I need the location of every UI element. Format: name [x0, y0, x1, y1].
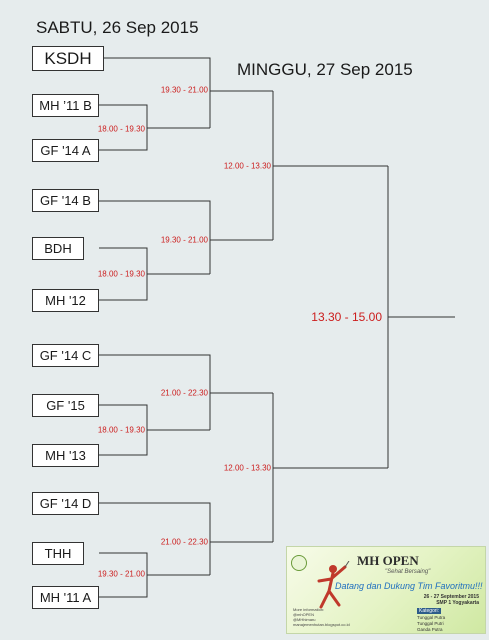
sunday-heading: MINGGU, 27 Sep 2015 [237, 60, 413, 79]
team-box: GF '14 A [32, 139, 99, 162]
event-poster: MH OPEN "Sehat Bersaing" Datang dan Duku… [286, 546, 486, 634]
poster-category: Tunggal Putri [417, 621, 444, 626]
connector-r2-c [99, 354, 211, 430]
team-box: GF '14 B [32, 189, 99, 212]
connector-r2-b [99, 200, 211, 274]
poster-category: Tunggal Putra [417, 615, 446, 620]
time-label: 19.30 - 21.00 [160, 85, 208, 95]
poster-title: MH OPEN [357, 553, 419, 568]
team-box: MH '11 A [32, 586, 99, 609]
connector-r2-d [99, 502, 211, 575]
connector-r2-a [104, 57, 211, 128]
poster-info-line: More information: [293, 607, 325, 612]
final-time-label: 13.30 - 15.00 [311, 310, 382, 324]
time-label: 12.00 - 13.30 [223, 463, 271, 473]
time-label: 19.30 - 21.00 [160, 235, 208, 245]
poster-invite: Datang dan Dukung Tim Favoritmu!!! [335, 581, 483, 591]
poster-date-line: 26 - 27 September 2015 [423, 594, 479, 600]
time-label: 18.00 - 19.30 [97, 269, 145, 279]
team-box: GF '14 C [32, 344, 99, 367]
badminton-player-icon [317, 561, 350, 609]
event-logo-icon [291, 555, 307, 571]
time-label: 21.00 - 22.30 [160, 537, 208, 547]
poster-info: More information: @mhOPEN @MHhimaru mana… [293, 607, 350, 627]
time-label: 21.00 - 22.30 [160, 388, 208, 398]
team-box: BDH [32, 237, 84, 260]
time-label: 18.00 - 19.30 [97, 124, 145, 134]
team-box: MH '13 [32, 444, 99, 467]
poster-dates: 26 - 27 September 2015 SMP 1 Yogyakarta [424, 594, 479, 606]
poster-venue-line: SMP 1 Yogyakarta [436, 600, 479, 606]
poster-info-line: manajemenhutan.blogspot.co.id [293, 622, 350, 627]
poster-category-title: Kategori: [417, 608, 442, 614]
poster-info-line: @MHhimaru [293, 617, 316, 622]
poster-category: Ganda Putra [417, 627, 443, 632]
poster-info-line: @mhOPEN [293, 612, 314, 617]
team-box: MH '12 [32, 289, 99, 312]
poster-tagline: "Sehat Bersaing" [385, 569, 431, 575]
team-box: MH ’11 B [32, 94, 99, 117]
time-label: 18.00 - 19.30 [97, 425, 145, 435]
saturday-heading: SABTU, 26 Sep 2015 [36, 18, 199, 37]
team-box: GF '15 [32, 394, 99, 417]
time-label: 12.00 - 13.30 [223, 161, 271, 171]
time-label: 19.30 - 21.00 [97, 569, 145, 579]
team-box: KSDH [32, 46, 104, 71]
team-box: THH [32, 542, 84, 565]
team-box: GF '14 D [32, 492, 99, 515]
